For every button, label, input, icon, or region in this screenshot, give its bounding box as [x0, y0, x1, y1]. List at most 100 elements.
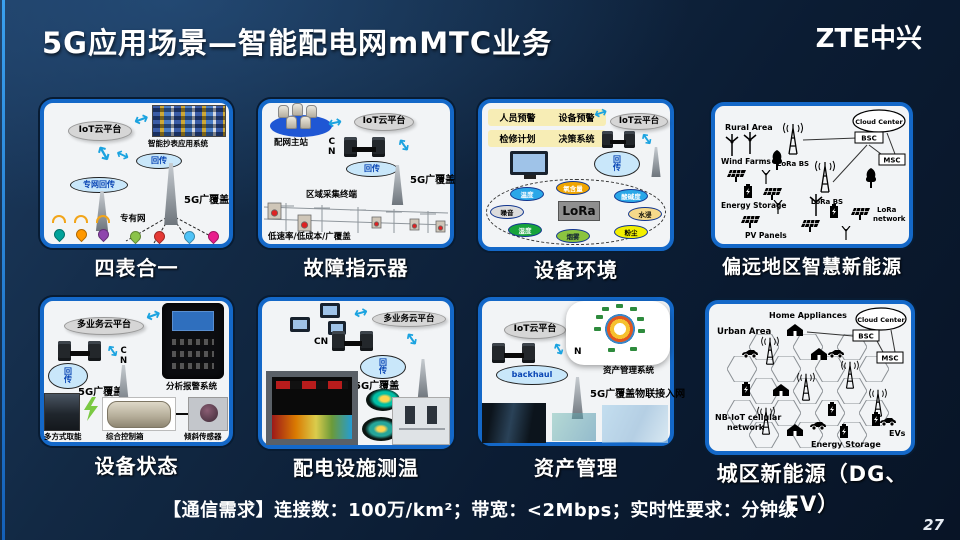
energy-storage-label: Energy Storage	[811, 440, 881, 449]
urban-area-label: Urban Area	[717, 327, 771, 337]
sensor-label: 温度	[520, 191, 534, 199]
backhaul-label: 回 传	[613, 154, 621, 172]
server-icon	[492, 343, 505, 363]
sensor-humidity: 湿度	[508, 223, 542, 237]
slide-title: 5G应用场景—智能配电网mMTC业务	[42, 26, 553, 60]
sensor-dust: 粉尘	[614, 225, 648, 239]
server-icon	[602, 131, 613, 148]
maintenance-label: 检修计划	[499, 135, 536, 145]
cabinet-device	[427, 406, 437, 424]
solar-panel-icon	[801, 219, 821, 232]
panel-equipment-environment: 人员预警 设备预警 检修计划 决策系统 ↔ IoT云平台 ↔ 回 传 LoRa …	[478, 99, 674, 251]
zte-logo: ZTE中兴	[815, 24, 922, 54]
sensor-water: 水浸	[628, 207, 662, 221]
cn-label: C N	[328, 137, 336, 158]
tower-icon	[571, 377, 584, 419]
battery-icon	[840, 424, 848, 438]
cloud-center-label: Cloud Center	[855, 118, 903, 126]
rural-area-label: Rural Area	[725, 123, 773, 132]
storage-drum-icon	[286, 116, 297, 129]
panel-caption: 设备环境	[534, 258, 618, 282]
cn-label: C N	[120, 346, 128, 366]
private-net-label: 专有网	[120, 214, 146, 224]
storage-drum-icon	[300, 116, 311, 129]
solar-panel-icon	[727, 169, 747, 182]
asset-system-card	[566, 301, 670, 365]
storage-drum-icon	[292, 103, 303, 116]
n-label: N	[574, 347, 582, 357]
solar-panel-icon	[763, 187, 783, 200]
solar-panel-icon	[741, 215, 761, 228]
arrow-icon: ↔	[391, 133, 416, 157]
server-icon	[58, 341, 71, 361]
ring-tick	[638, 329, 645, 333]
panel-caption: 偏远地区智慧新能源	[721, 256, 902, 278]
panel-caption: 四表合一	[94, 256, 179, 280]
cloud-center-label: Cloud Center	[857, 316, 905, 324]
panel-urban-energy: Cloud Center BSC MSC Urban Area Home App…	[705, 300, 915, 455]
tower-icon	[797, 372, 815, 401]
msc-label: MSC	[883, 157, 900, 165]
wind-turbine-icon	[725, 134, 739, 156]
analysis-label: 分析报警系统	[166, 382, 218, 392]
ring-tick	[616, 304, 623, 308]
server-icon	[372, 137, 385, 157]
arrow-icon: ↔	[130, 107, 153, 132]
backhaul-label: backhaul	[511, 369, 553, 379]
wifi-icon	[96, 215, 110, 223]
storage-drum-icon	[278, 105, 289, 118]
page-number: 27	[923, 516, 944, 534]
panel-temperature-monitoring: ↔ 多业务云平台 CN ↔ 回 传 5G广覆盖	[258, 297, 454, 449]
house-icon	[811, 348, 827, 360]
ring-tick	[594, 327, 601, 331]
sensor-knob	[200, 404, 218, 422]
arrow-icon: ↔	[112, 143, 134, 166]
coverage-label: 5G广覆盖	[78, 387, 124, 398]
arrow-icon: ↔	[635, 127, 659, 150]
tower-icon	[117, 365, 130, 407]
asset-ring-diagram	[594, 304, 645, 352]
arrow-icon: ↔	[89, 139, 119, 167]
lora-label: LoRa	[562, 204, 596, 218]
pv-panels-label: PV Panels	[745, 231, 787, 240]
device-buttons	[172, 339, 214, 345]
asset-system-label: 资产管理系统	[602, 366, 654, 376]
backhaul-cloud: 回 传	[360, 355, 406, 379]
arrow-icon: ↔	[142, 303, 165, 328]
tower-icon	[391, 165, 404, 205]
panel-caption: 故障指示器	[303, 256, 409, 280]
sensor-label: 烟雾	[566, 233, 580, 241]
server-link	[352, 147, 376, 152]
ring-chart-icon	[604, 313, 636, 345]
battery-icon	[742, 382, 750, 396]
feature-label: 低速率/低成本/广覆盖	[268, 232, 351, 242]
control-box-photo	[102, 397, 176, 431]
lora-network-label: LoRa	[877, 206, 897, 214]
control-box-cylinder	[107, 401, 171, 428]
iot-cloud: IoT云平台	[504, 321, 566, 339]
bsc-label: BSC	[861, 135, 877, 143]
ring-tick	[637, 317, 644, 321]
monitor-icon	[320, 303, 340, 318]
cabinet-device	[405, 406, 415, 424]
server-icon	[522, 343, 535, 363]
alarm-device-photo	[162, 303, 224, 379]
lora-bs-label: LoRa BS	[777, 160, 809, 168]
sensor-label: 粉尘	[624, 229, 638, 237]
server-icon	[88, 341, 101, 361]
terminal-label: 区域采集终端	[306, 190, 358, 200]
control-box-label: 综合控制箱	[106, 432, 144, 441]
master-station-label: 配网主站	[274, 138, 309, 148]
cn-label: CN	[314, 337, 329, 347]
decision-label: 决策系统	[558, 135, 595, 145]
iot-cloud-label: IoT云平台	[362, 116, 406, 127]
iot-cloud: IoT云平台	[68, 121, 132, 141]
nbiot-label: NB-IoT cellular	[715, 413, 781, 422]
thermal-eye-photo	[366, 389, 400, 411]
server-link	[344, 341, 362, 346]
tower-icon	[651, 147, 661, 177]
backhaul-label: 回传	[364, 163, 380, 173]
panel-asset-management: IoT云平台 ↔ 资产管理系统 ↔ N backhaul 5G广覆盖物联接入网	[478, 297, 685, 446]
device-screen	[172, 311, 214, 331]
